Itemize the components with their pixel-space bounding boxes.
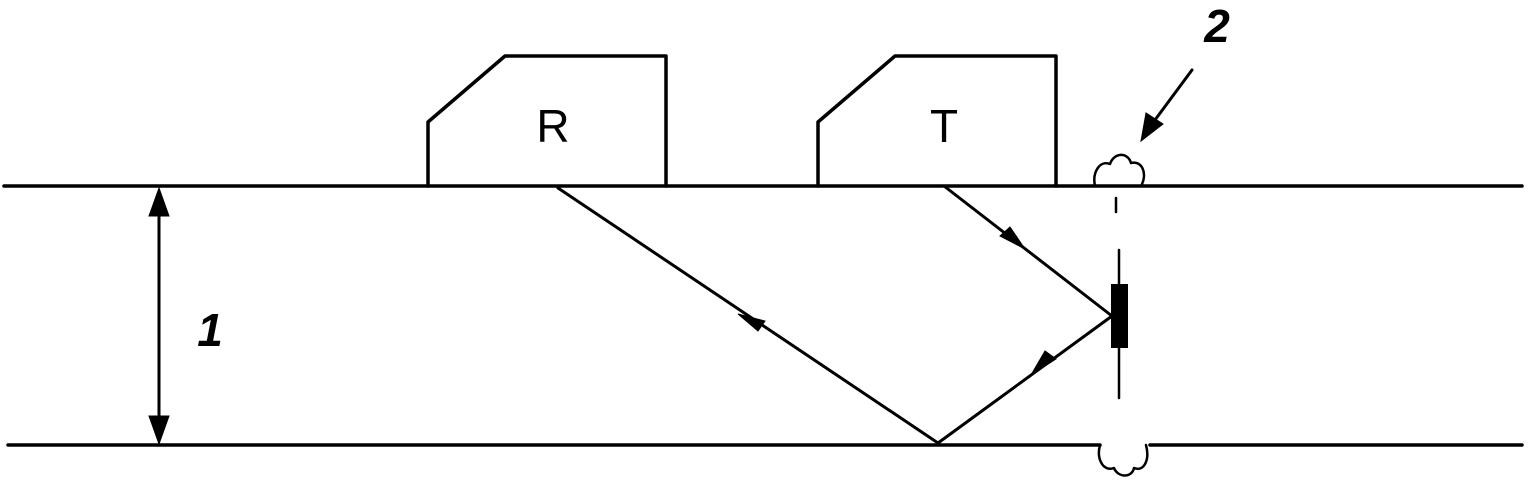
- defect-callout-arrow-icon: [1140, 112, 1164, 143]
- thickness-arrow-down-icon: [148, 415, 170, 446]
- beam-incident-line: [942, 184, 1114, 318]
- defect-marker-label: 2: [1203, 0, 1230, 52]
- thickness-arrow-up-icon: [148, 186, 170, 217]
- defect-flaw-bar: [1111, 284, 1128, 348]
- transmitter-probe-outline: [816, 54, 1058, 188]
- beam-reflected-line: [936, 314, 1114, 445]
- defect-callout: 2: [1140, 0, 1230, 143]
- beam-return-arrow-icon: [737, 313, 766, 332]
- thickness-marker-label: 1: [197, 304, 223, 356]
- defect: [1093, 153, 1149, 477]
- transmitter-probe: T: [816, 54, 1058, 188]
- beam-incident-arrow-icon: [999, 226, 1026, 250]
- transmitter-probe-label: T: [930, 100, 958, 152]
- receiver-probe: R: [426, 54, 668, 188]
- thickness-dimension: 1: [148, 186, 223, 446]
- weld-cap-bottom-icon: [1097, 443, 1149, 477]
- specimen: [2, 184, 1524, 447]
- weld-cap-top-icon: [1093, 153, 1146, 188]
- beam-reflected-arrow-icon: [1030, 350, 1057, 376]
- receiver-probe-outline: [426, 54, 668, 188]
- receiver-probe-label: R: [536, 100, 569, 152]
- defect-callout-leader: [1150, 68, 1194, 126]
- beam-return-line: [556, 186, 940, 445]
- beam-path: [556, 184, 1114, 445]
